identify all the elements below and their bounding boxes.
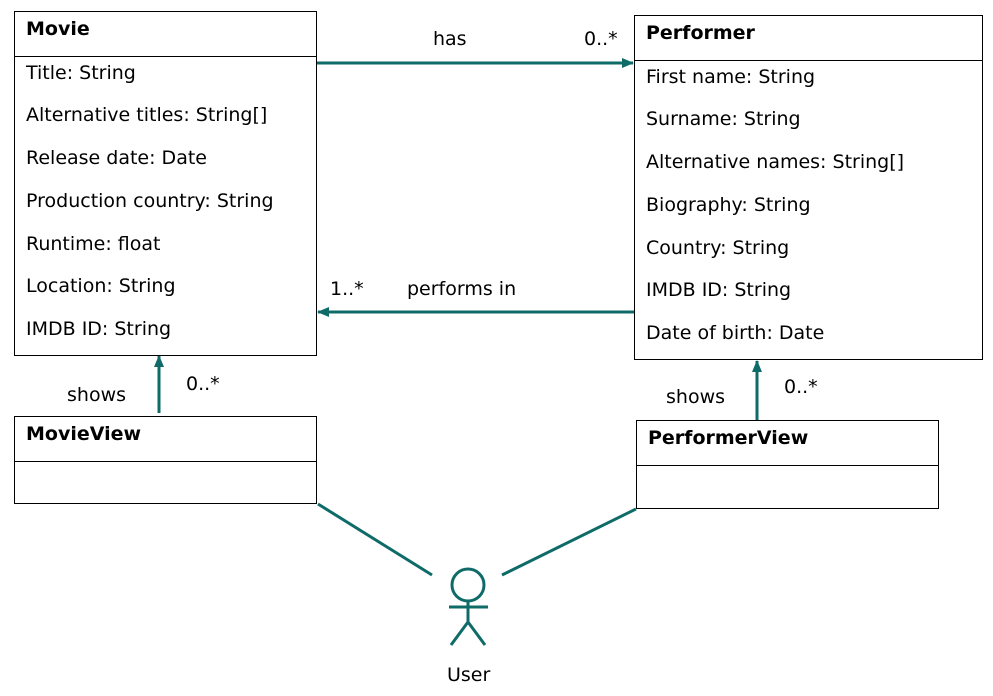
has-association-label: has bbox=[433, 28, 467, 50]
movieview-class-name: MovieView bbox=[26, 423, 142, 445]
has-multiplicity-label: 0..* bbox=[584, 28, 618, 50]
user-movieview-line bbox=[317, 502, 433, 577]
performer-attribute: Surname: String bbox=[646, 108, 801, 130]
movie-attribute: Alternative titles: String[] bbox=[26, 104, 268, 126]
movieview-class-header: MovieView bbox=[15, 417, 316, 462]
performerview-class-header: PerformerView bbox=[637, 421, 938, 466]
performerview-shows-label: shows bbox=[666, 386, 726, 408]
performerview-class-name: PerformerView bbox=[648, 427, 809, 449]
performer-class-name: Performer bbox=[646, 22, 755, 44]
performerview-multiplicity-label: 0..* bbox=[784, 376, 818, 398]
movieview-class: MovieView bbox=[14, 416, 317, 504]
movie-class: Movie Title: String Alternative titles: … bbox=[14, 11, 317, 356]
user-actor-label: User bbox=[447, 664, 491, 686]
movie-attribute: Production country: String bbox=[26, 190, 274, 212]
movie-class-name: Movie bbox=[26, 18, 90, 40]
performs-in-multiplicity-label: 1..* bbox=[330, 278, 364, 300]
performer-attribute: Alternative names: String[] bbox=[646, 151, 905, 173]
movie-attribute: Release date: Date bbox=[26, 147, 207, 169]
performer-attribute: IMDB ID: String bbox=[646, 279, 792, 301]
movie-attribute: IMDB ID: String bbox=[26, 318, 172, 340]
movie-attribute: Title: String bbox=[26, 62, 136, 84]
movie-class-header: Movie bbox=[15, 12, 316, 57]
movieview-multiplicity-label: 0..* bbox=[186, 373, 220, 395]
performer-attribute: Biography: String bbox=[646, 194, 811, 216]
performerview-class: PerformerView bbox=[636, 420, 939, 509]
performer-class-header: Performer bbox=[635, 16, 982, 61]
movie-attribute: Location: String bbox=[26, 275, 176, 297]
performs-in-association-label: performs in bbox=[407, 278, 517, 300]
performer-attribute: Country: String bbox=[646, 237, 790, 259]
movieview-shows-label: shows bbox=[67, 384, 127, 406]
performer-attribute: First name: String bbox=[646, 66, 816, 88]
movie-attribute: Runtime: float bbox=[26, 233, 161, 255]
performer-attribute: Date of birth: Date bbox=[646, 322, 825, 344]
user-actor-icon bbox=[449, 567, 488, 646]
user-performerview-line bbox=[501, 507, 637, 577]
performer-class: Performer First name: String Surname: St… bbox=[634, 15, 983, 360]
